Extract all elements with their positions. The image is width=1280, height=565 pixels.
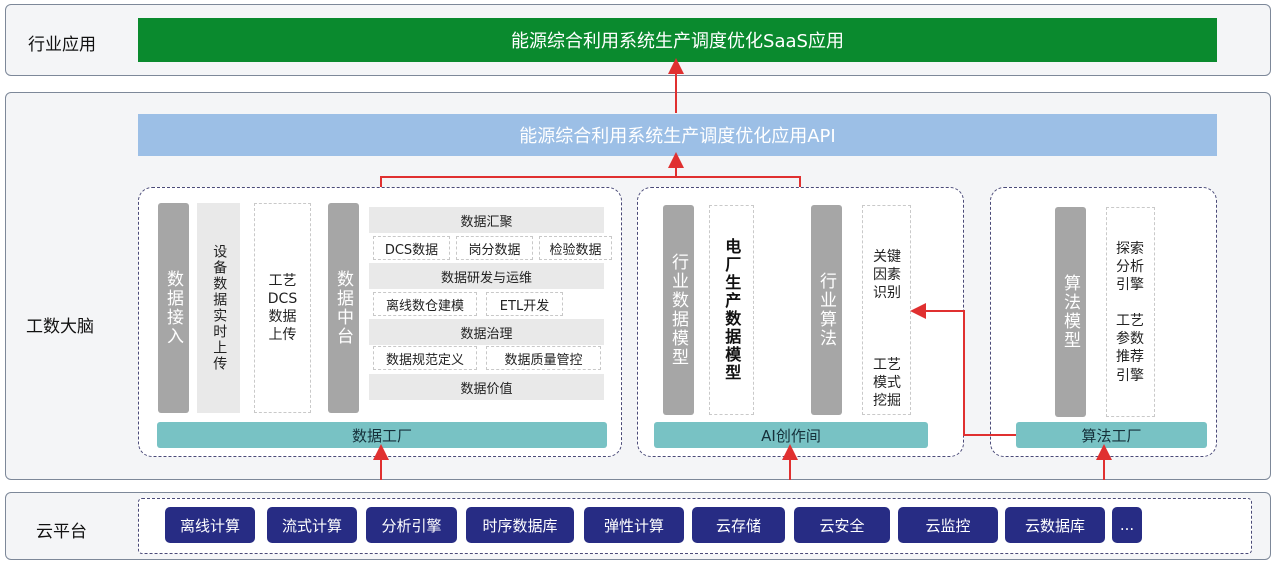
api-bar: 能源综合利用系统生产调度优化应用API: [138, 114, 1217, 156]
algo-factory-footer: 算法工厂: [1016, 422, 1207, 448]
section-header-aggregation: 数据汇聚: [369, 207, 604, 233]
api-label: 能源综合利用系统生产调度优化应用API: [519, 126, 836, 147]
power-model-label: 电厂生产数据模型: [722, 238, 742, 382]
arrow-factory-to-api: [380, 176, 801, 187]
craft-mining-label: 工艺模式挖掘: [873, 357, 901, 410]
section-header-governance: 数据治理: [369, 319, 604, 345]
row-label-industry: 行业应用: [28, 35, 96, 55]
data-access-label: 数据接入: [163, 270, 183, 346]
item-offline-warehouse: 离线数仓建模: [373, 292, 477, 316]
saas-application-label: 能源综合利用系统生产调度优化SaaS应用: [511, 31, 844, 52]
cloud-item-offline-compute: 离线计算: [165, 507, 255, 543]
row-label-brain: 工数大脑: [26, 317, 94, 337]
item-inspection-data: 检验数据: [539, 236, 612, 260]
algo-model-bar: 算法模型: [1055, 207, 1086, 417]
data-middle-bar: 数据中台: [328, 203, 359, 413]
cloud-item-cloud-database: 云数据库: [1005, 507, 1105, 543]
arrow-algo-to-ai-room: [910, 303, 1016, 436]
item-dcs-data: DCS数据: [373, 236, 450, 260]
data-access-bar: 数据接入: [158, 203, 189, 413]
key-factor-label: 关键因素识别: [873, 249, 901, 302]
craft-upload-box: 工艺DCS数据上传: [254, 203, 311, 413]
cloud-item-timeseries-db: 时序数据库: [466, 507, 574, 543]
cloud-item-analysis-engine: 分析引擎: [366, 507, 457, 543]
recommend-engine-label: 工艺参数推荐引擎: [1116, 313, 1144, 384]
explore-engine-label: 探索分析引擎: [1116, 241, 1144, 294]
section-header-value: 数据价值: [369, 374, 604, 400]
item-quality-control: 数据质量管控: [486, 346, 601, 370]
ai-room-footer: AI创作间: [654, 422, 928, 448]
industry-model-label: 行业数据模型: [668, 253, 688, 367]
engine-box: [1106, 207, 1155, 417]
cloud-item-elastic-compute: 弹性计算: [584, 507, 684, 543]
item-post-data: 岗分数据: [456, 236, 533, 260]
cloud-item-cloud-security: 云安全: [794, 507, 890, 543]
device-upload-box: 设备数据实时上传: [197, 203, 240, 413]
item-etl-dev: ETL开发: [486, 292, 563, 316]
row-label-cloud: 云平台: [36, 522, 87, 542]
power-model-box: 电厂生产数据模型: [709, 205, 754, 415]
industry-algo-label: 行业算法: [816, 272, 836, 348]
section-header-rd-ops: 数据研发与运维: [369, 263, 604, 289]
device-upload-label: 设备数据实时上传: [211, 244, 228, 372]
data-middle-label: 数据中台: [333, 270, 353, 346]
cloud-item-stream-compute: 流式计算: [267, 507, 357, 543]
industry-algo-bar: 行业算法: [811, 205, 842, 415]
cloud-item-cloud-storage: 云存储: [692, 507, 785, 543]
data-factory-footer: 数据工厂: [157, 422, 607, 448]
cloud-item-cloud-monitor: 云监控: [898, 507, 998, 543]
saas-application-bar: 能源综合利用系统生产调度优化SaaS应用: [138, 18, 1217, 62]
item-standard-definition: 数据规范定义: [373, 346, 477, 370]
algo-model-label: 算法模型: [1060, 274, 1080, 350]
cloud-item-more: ...: [1112, 507, 1142, 543]
industry-model-bar: 行业数据模型: [663, 205, 694, 415]
craft-upload-label: 工艺DCS数据上传: [267, 272, 298, 344]
